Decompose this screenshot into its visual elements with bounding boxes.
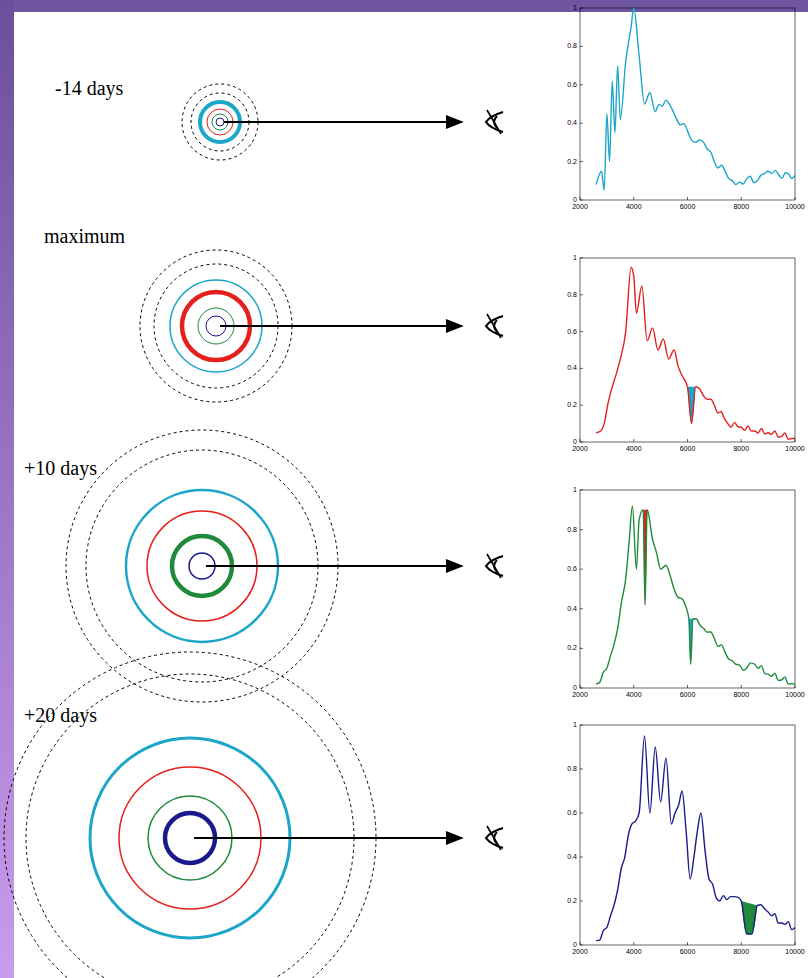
y-tick-label: 1: [573, 4, 577, 11]
x-tick-label: 4000: [626, 948, 642, 955]
line-of-sight-arrow: [220, 325, 462, 327]
x-tick-label: 6000: [680, 948, 696, 955]
y-tick-label: 1: [573, 721, 577, 728]
y-tick-label: 0.6: [567, 328, 577, 335]
y-tick-label: 0.4: [567, 605, 577, 612]
y-tick-label: 0.4: [567, 364, 577, 371]
y-tick-label: 0.8: [567, 526, 577, 533]
y-tick-label: 0.8: [567, 42, 577, 49]
x-tick-label: 10000: [785, 948, 804, 955]
epoch-label: -14 days: [55, 78, 123, 98]
x-tick-label: 4000: [626, 445, 642, 452]
x-tick-label: 10000: [785, 203, 804, 210]
spectrum-plot: [580, 725, 795, 945]
line-of-sight-arrow: [224, 121, 462, 123]
y-tick-label: 0.6: [567, 809, 577, 816]
y-tick-label: 0: [573, 684, 577, 691]
line-of-sight-arrow: [194, 837, 462, 839]
y-tick-label: 0.6: [567, 565, 577, 572]
x-tick-label: 10000: [785, 691, 804, 698]
plot-frame: [580, 725, 795, 945]
x-tick-label: 8000: [733, 691, 749, 698]
x-tick-label: 4000: [626, 691, 642, 698]
y-tick-label: 0.2: [567, 644, 577, 651]
plot-frame: [580, 258, 795, 442]
y-tick-label: 0.4: [567, 119, 577, 126]
ejecta-shell: [216, 118, 224, 126]
x-tick-label: 2000: [572, 203, 588, 210]
x-tick-label: 8000: [733, 948, 749, 955]
y-tick-label: 0.2: [567, 401, 577, 408]
x-tick-label: 4000: [626, 203, 642, 210]
y-tick-label: 0.6: [567, 81, 577, 88]
spectrum-line: [596, 8, 795, 190]
spectrum-line: [596, 736, 795, 941]
shell-diagram: [182, 84, 503, 160]
eye-symbol: [486, 314, 503, 338]
y-tick-label: 0: [573, 196, 577, 203]
epoch-label: +10 days: [24, 458, 97, 478]
line-of-sight-arrow: [206, 565, 462, 567]
y-tick-label: 0.2: [567, 897, 577, 904]
y-tick-label: 0.8: [567, 291, 577, 298]
dashed-shell: [4, 652, 376, 978]
left-bar: [0, 0, 14, 978]
y-tick-label: 1: [573, 486, 577, 493]
x-tick-label: 6000: [680, 691, 696, 698]
eye-symbol: [486, 554, 503, 578]
x-tick-label: 6000: [680, 203, 696, 210]
x-tick-label: 8000: [733, 445, 749, 452]
spectrum-plot: [580, 490, 795, 688]
spectrum-line: [596, 267, 795, 439]
x-tick-label: 2000: [572, 948, 588, 955]
y-tick-label: 0.4: [567, 853, 577, 860]
plot-frame: [580, 490, 795, 688]
x-tick-label: 10000: [785, 445, 804, 452]
y-tick-label: 0.2: [567, 158, 577, 165]
y-tick-label: 1: [573, 254, 577, 261]
x-tick-label: 2000: [572, 445, 588, 452]
y-tick-label: 0: [573, 941, 577, 948]
x-tick-label: 6000: [680, 445, 696, 452]
x-tick-label: 8000: [733, 203, 749, 210]
epoch-label: +20 days: [24, 705, 97, 725]
shell-diagram: [4, 652, 503, 978]
plot-frame: [580, 8, 795, 200]
x-tick-label: 2000: [572, 691, 588, 698]
spectrum-plot: [580, 8, 795, 200]
epoch-label: maximum: [44, 226, 125, 246]
shell-diagram: [140, 250, 503, 402]
eye-symbol: [486, 110, 503, 134]
top-bar: [0, 0, 808, 12]
eye-symbol: [486, 826, 503, 850]
spectrum-line: [596, 506, 795, 684]
spectrum-plot: [580, 258, 795, 442]
y-tick-label: 0: [573, 438, 577, 445]
y-tick-label: 0.8: [567, 765, 577, 772]
